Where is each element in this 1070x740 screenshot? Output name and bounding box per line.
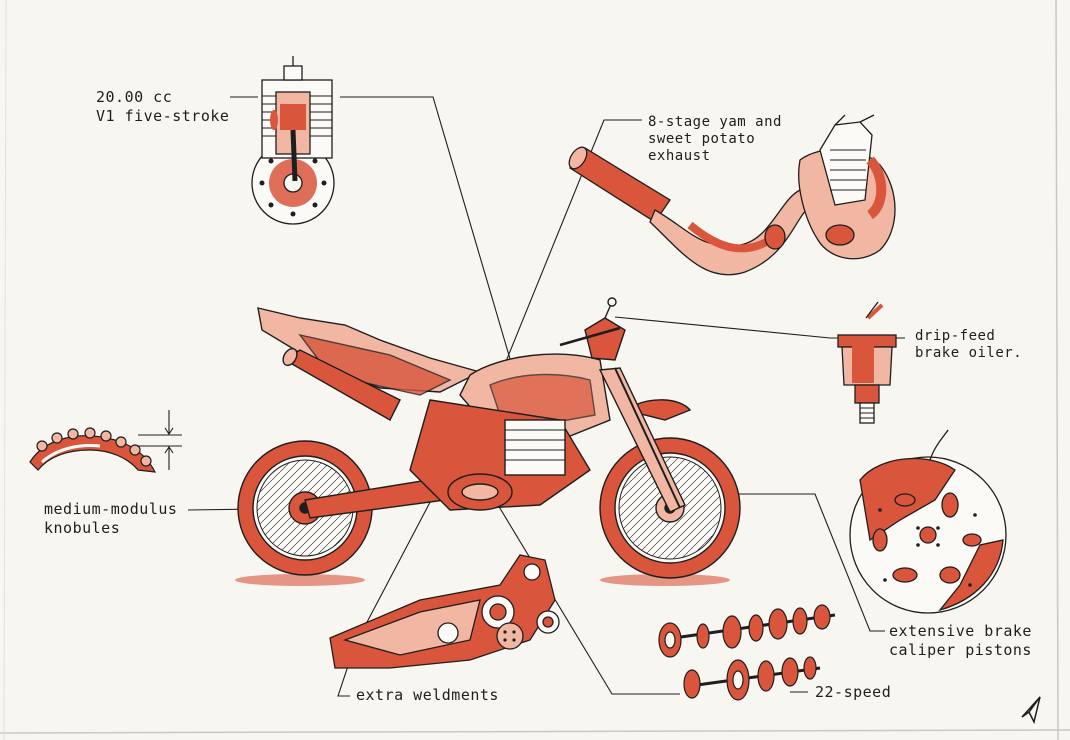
tire-line1: medium-modulus xyxy=(44,500,178,518)
engine-line1: 20.00 cc xyxy=(96,88,173,106)
label-engine: 20.00 cc V1 five-stroke xyxy=(96,88,229,126)
brake-disc-sketch xyxy=(849,429,1007,614)
oiler-line1: drip-feed xyxy=(915,328,996,344)
oiler-line2: brake oiler. xyxy=(915,345,1023,361)
engine-cutaway-sketch xyxy=(251,56,335,225)
oiler-sketch xyxy=(837,301,897,424)
tire-line2: knobules xyxy=(44,519,121,537)
rear-wheel xyxy=(237,440,373,576)
engine-line2: V1 five-stroke xyxy=(96,107,230,125)
label-weldments: extra weldments xyxy=(356,686,499,704)
label-tire: medium-modulus knobules xyxy=(44,500,177,538)
exhaust-line1: 8-stage yam and xyxy=(648,114,782,130)
motorcycle-main-sketch xyxy=(235,297,741,586)
exhaust-line2: sweet potato xyxy=(648,131,756,147)
tire-knobules-sketch xyxy=(29,427,157,473)
leader-brake xyxy=(690,493,885,632)
label-gearbox: 22-speed xyxy=(815,683,892,701)
gearbox-sketch xyxy=(658,604,836,701)
exhaust-line3: exhaust xyxy=(648,148,711,164)
label-brake: extensive brake caliper pistons xyxy=(889,622,1032,660)
brake-line2: caliper pistons xyxy=(889,641,1032,659)
label-exhaust: 8-stage yam and sweet potato exhaust xyxy=(648,114,782,165)
leader-engine-to-bike xyxy=(340,96,529,421)
exhaust-assembly-sketch xyxy=(568,114,896,276)
label-oiler: drip-feed brake oiler. xyxy=(915,328,1022,362)
brake-line1: extensive brake xyxy=(889,622,1032,640)
leader-weldments xyxy=(337,467,449,697)
front-wheel xyxy=(599,437,741,579)
leader-exhaust xyxy=(467,119,642,456)
weldment-bracket-sketch xyxy=(329,554,560,669)
paper-plane-signature-icon xyxy=(1021,696,1041,725)
